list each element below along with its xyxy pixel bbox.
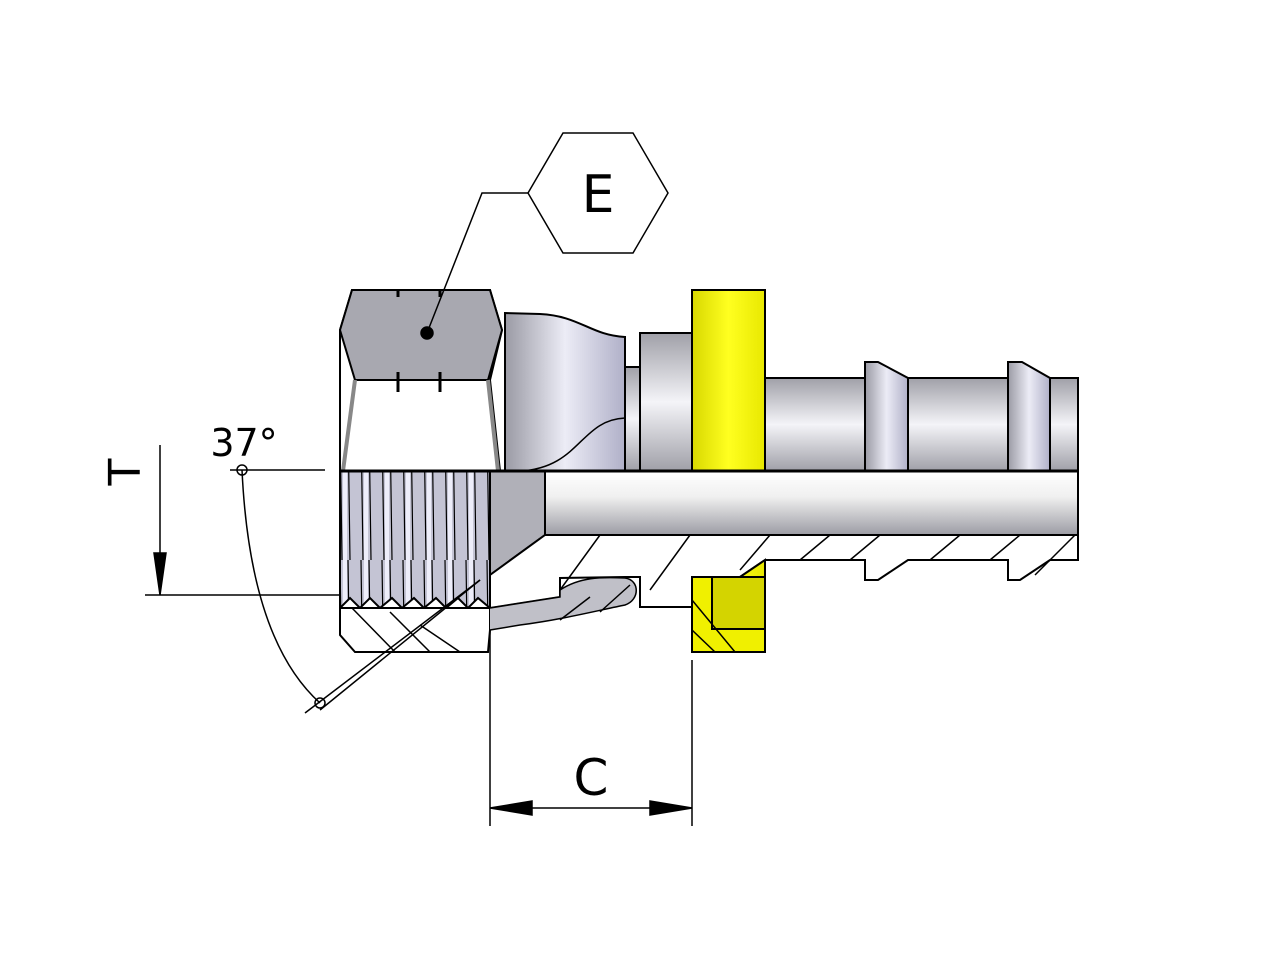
thread-dimension [145, 445, 340, 596]
collar [639, 332, 693, 472]
hex-callout [420, 132, 669, 340]
barb-1 [864, 361, 909, 472]
arrow-left-icon [489, 800, 533, 816]
barb-2 [1007, 361, 1051, 472]
angle-label: 37° [210, 421, 277, 465]
leader-dot [420, 326, 434, 340]
angle-dimension [236, 464, 481, 714]
length-label: C [574, 749, 609, 807]
hose-fitting [319, 289, 1079, 711]
leader-line [426, 192, 528, 334]
hexagon-icon [527, 132, 669, 254]
hex-size-label: E [582, 165, 615, 225]
bore [544, 470, 1079, 536]
thread [339, 470, 491, 609]
arrow-down-icon [153, 552, 167, 596]
thread-label: T [100, 458, 151, 486]
length-dimension [489, 630, 693, 826]
locking-ring [691, 289, 766, 472]
arrow-right-icon [649, 800, 693, 816]
neck [504, 311, 626, 472]
groove [624, 366, 641, 472]
